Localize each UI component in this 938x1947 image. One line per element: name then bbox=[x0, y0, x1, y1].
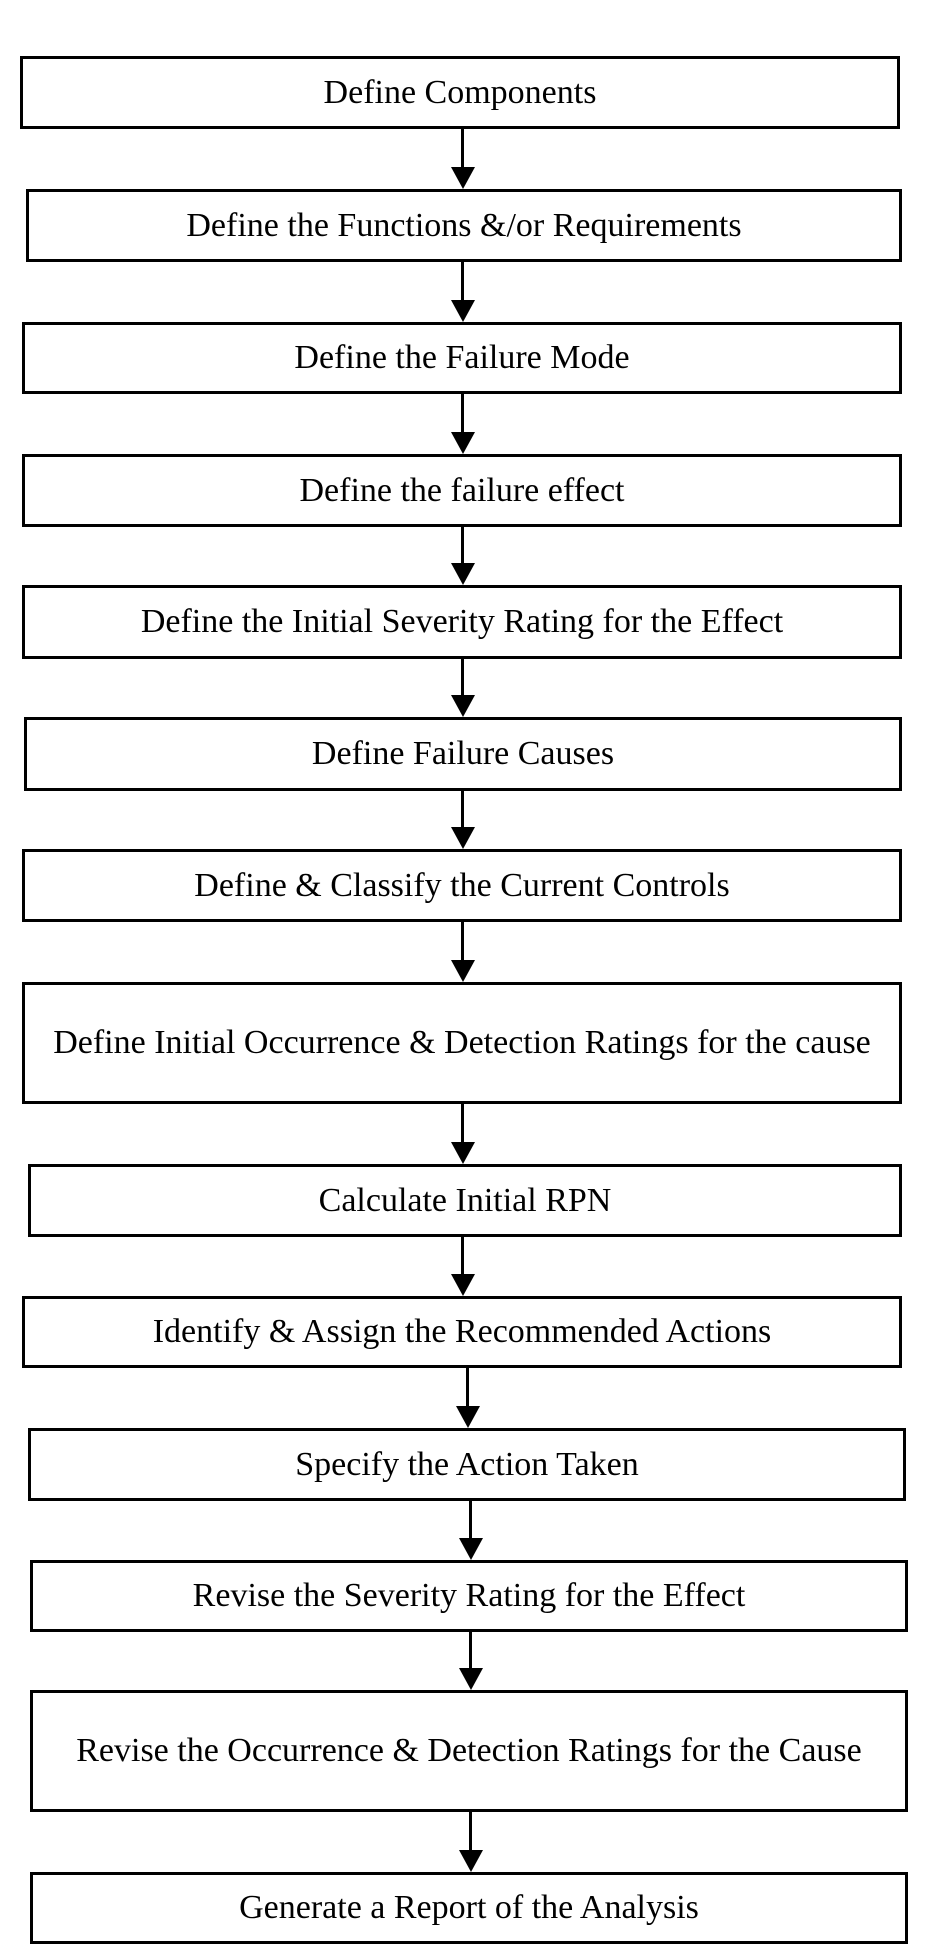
step-box: Define Components bbox=[20, 56, 900, 129]
flow-arrow bbox=[451, 394, 475, 454]
step-box: Define Failure Causes bbox=[24, 717, 902, 791]
step-label: Define & Classify the Current Controls bbox=[194, 866, 730, 904]
step-box: Define the Initial Severity Rating for t… bbox=[22, 585, 902, 659]
step-label: Define the Failure Mode bbox=[294, 339, 630, 376]
flow-arrow bbox=[459, 1501, 483, 1560]
step-box: Define the failure effect bbox=[22, 454, 902, 527]
flow-arrow bbox=[451, 791, 475, 849]
step-label: Define Failure Causes bbox=[311, 735, 615, 772]
step-box: Revise the Occurrence & Detection Rating… bbox=[30, 1690, 908, 1812]
step-box: Define Initial Occurrence & Detection Ra… bbox=[22, 982, 902, 1104]
step-label: Generate a Report of the Analysis bbox=[239, 1889, 699, 1926]
step-box: Define & Classify the Current Controls bbox=[22, 849, 902, 922]
step-box: Define the Functions &/or Requirements bbox=[26, 189, 902, 262]
step-label: Define the failure effect bbox=[299, 471, 625, 509]
flow-arrow bbox=[451, 1104, 475, 1164]
step-box: Identify & Assign the Recommended Action… bbox=[22, 1296, 902, 1368]
flow-arrow bbox=[451, 129, 475, 189]
step-label: Calculate Initial RPN bbox=[318, 1181, 612, 1219]
flow-arrow bbox=[451, 262, 475, 322]
step-label: Specify the Action Taken bbox=[295, 1445, 639, 1483]
step-label: Define Components bbox=[323, 73, 597, 111]
step-label: Define the Initial Severity Rating for t… bbox=[140, 603, 784, 640]
flow-arrow bbox=[451, 527, 475, 585]
step-label: Revise the Severity Rating for the Effec… bbox=[192, 1577, 746, 1614]
flow-arrow bbox=[459, 1632, 483, 1690]
step-box: Generate a Report of the Analysis bbox=[30, 1872, 908, 1944]
flow-arrow bbox=[451, 1237, 475, 1296]
step-box: Calculate Initial RPN bbox=[28, 1164, 902, 1237]
step-label: Identify & Assign the Recommended Action… bbox=[152, 1313, 772, 1350]
step-box: Specify the Action Taken bbox=[28, 1428, 906, 1501]
flow-arrow bbox=[456, 1368, 480, 1428]
flow-arrow bbox=[451, 659, 475, 717]
flow-arrow bbox=[459, 1812, 483, 1872]
step-label: Define the Functions &/or Requirements bbox=[186, 206, 742, 244]
step-box: Define the Failure Mode bbox=[22, 322, 902, 394]
step-label: Define Initial Occurrence & Detection Ra… bbox=[53, 1024, 871, 1061]
step-box: Revise the Severity Rating for the Effec… bbox=[30, 1560, 908, 1632]
flow-arrow bbox=[451, 922, 475, 982]
step-label: Revise the Occurrence & Detection Rating… bbox=[76, 1732, 862, 1769]
